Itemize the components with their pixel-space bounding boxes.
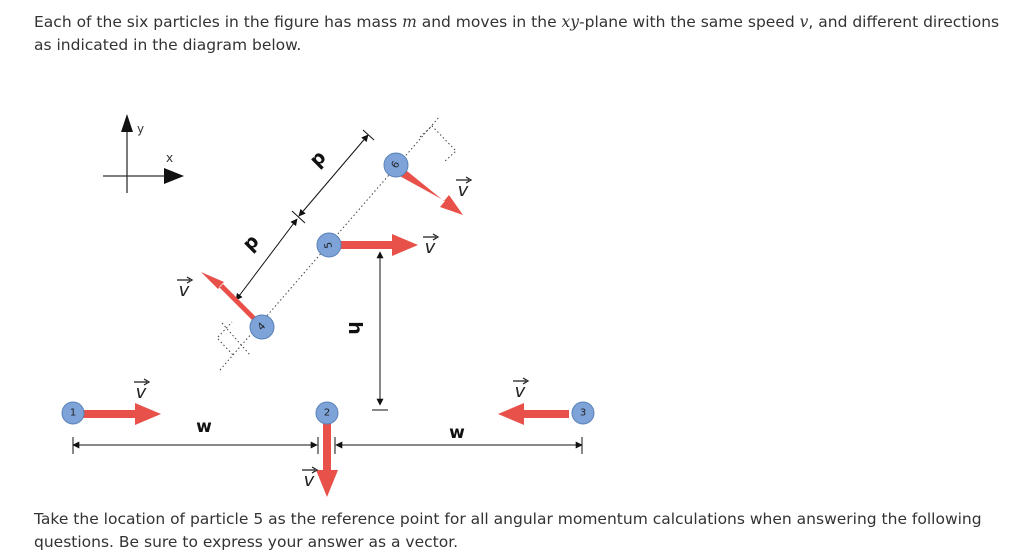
intro-text-4: , and different directions as indicated … — [34, 13, 1000, 54]
svg-text:2: 2 — [324, 408, 330, 419]
particle-5: 5 — [316, 232, 342, 258]
h-label: h — [344, 321, 366, 335]
velocity-label-4 — [176, 276, 193, 302]
particle-1: 1 — [61, 401, 85, 425]
h-dimension: h — [344, 251, 388, 411]
intro-text-2: and moves in the — [416, 13, 562, 31]
velocity-arrow-2 — [316, 421, 338, 497]
y-axis-label: y — [137, 122, 144, 136]
w-dimension: w w — [72, 417, 583, 454]
d-label-upper: d — [306, 147, 331, 172]
intro-text-3: -plane with the same speed — [579, 13, 800, 31]
problem-intro: Each of the six particles in the figure … — [34, 11, 1019, 57]
particle-6: 6 — [383, 152, 409, 178]
intro-text-1: Each of the six particles in the figure … — [34, 13, 403, 31]
particle-4: 4 — [249, 314, 275, 340]
svg-text:6: 6 — [390, 159, 403, 170]
velocity-label-5 — [422, 233, 439, 259]
axes-icon: y x — [103, 114, 184, 193]
velocity-label-3 — [512, 377, 529, 403]
velocity-label-6 — [455, 176, 472, 202]
svg-text:5: 5 — [323, 241, 335, 249]
velocity-arrow-3 — [498, 403, 569, 425]
speed-symbol: v — [799, 13, 809, 31]
velocity-label-2 — [301, 466, 318, 492]
d-label-lower: d — [239, 231, 264, 256]
x-axis-arrow-icon — [164, 168, 184, 184]
particles: 1 2 3 4 5 6 — [61, 152, 595, 425]
svg-text:3: 3 — [580, 408, 586, 419]
svg-text:1: 1 — [70, 408, 76, 419]
velocity-arrow-5 — [338, 234, 418, 256]
velocity-arrow-6 — [396, 167, 463, 215]
w-label-left: w — [196, 417, 212, 437]
x-axis-label: x — [166, 151, 173, 165]
plane-symbol: xy — [561, 13, 580, 31]
particle-2: 2 — [315, 401, 339, 425]
particle-3: 3 — [571, 401, 595, 425]
d-dimension: d d — [235, 129, 375, 301]
velocity-arrow-1 — [80, 403, 161, 425]
w-label-right: w — [449, 423, 465, 443]
problem-instruction: Take the location of particle 5 as the r… — [34, 510, 982, 551]
velocity-arrows — [80, 167, 569, 497]
velocity-arrow-4 — [201, 272, 259, 323]
velocity-label-1 — [133, 378, 150, 404]
y-axis-arrow-icon — [121, 114, 133, 132]
mass-symbol: m — [402, 13, 417, 31]
